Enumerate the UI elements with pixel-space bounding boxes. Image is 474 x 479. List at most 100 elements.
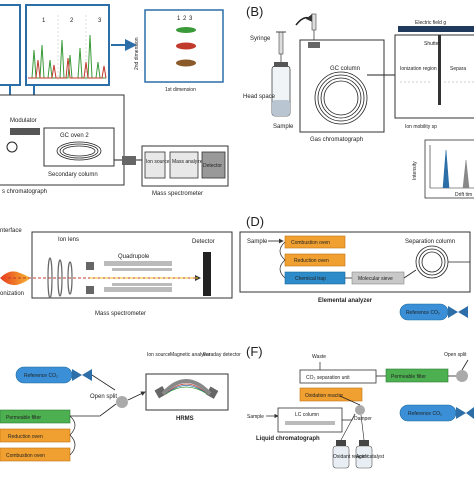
co2-separation-unit-box (299, 369, 377, 384)
chromatogram-1d-box (0, 4, 21, 86)
ion-lens-elements (47, 257, 73, 299)
peak-label-3: 3 (98, 18, 102, 24)
peak-label-1: 1 (42, 18, 46, 24)
lc-column (285, 421, 335, 425)
panel-d: (D) Sample Combustion oven Reduction ove… (239, 214, 471, 321)
damper-circle (355, 405, 365, 415)
chemical-trap-label: Chemical trap (295, 276, 326, 282)
ionization-label: onization (0, 291, 24, 297)
syringe-label: Syringe (250, 36, 271, 42)
open-split-circle-f (456, 370, 468, 382)
acid-catalyst-label: Acid catalyst (356, 454, 385, 460)
spot-red (176, 42, 196, 50)
ion-mobility-label: Ion mobility sp (405, 124, 437, 130)
second-dimension-label: 2nd dimension (134, 37, 140, 70)
panel-f: (F) Waste CO₂ separation unit Oxidation … (246, 344, 474, 469)
first-dimension-label: 1st dimension (165, 87, 196, 93)
gc-column-coil (314, 71, 368, 125)
lc-column-label: LC column (295, 412, 319, 418)
gc-oven-2-label: GC oven 2 (60, 133, 89, 139)
reference-co2-label-f: Reference CO₂ (408, 411, 442, 417)
open-split-label-e: Open split (90, 394, 117, 400)
valve-icon-f (456, 407, 474, 419)
secondary-column-label: Secondary column (48, 172, 98, 178)
panel-f-letter: (F) (246, 344, 263, 359)
ionization-region-label: Ionization region (400, 66, 437, 72)
separation-label: Separa (450, 66, 466, 72)
panel-e: Reference CO₂ Open split Permeable filte… (0, 352, 241, 462)
gc-column-label: GC column (330, 66, 360, 72)
valve-icon-e (72, 369, 92, 381)
ion-source-label: Ion source (146, 159, 170, 165)
intensity-label: Intensity (412, 161, 418, 180)
quadrupole-rods (104, 261, 172, 292)
permeable-filter-box-e (0, 409, 71, 424)
permeable-filter-box-f (385, 368, 449, 383)
two-d-plot-box (144, 9, 224, 83)
permeable-filter-label-f: Permeable filter (391, 374, 426, 380)
syringe-icon (276, 31, 286, 64)
chromatogram-2d-box (25, 4, 110, 86)
gas-chromatograph-label: s chromatograph (2, 189, 47, 195)
peak-label-2: 2 (70, 18, 74, 24)
drift-time-label: Drift tim (455, 192, 472, 198)
oxidation-reactor-box (299, 387, 363, 402)
peak-number-labels: 1 2 3 (42, 18, 102, 24)
interface-label: nterface (0, 228, 22, 234)
ion-source-label-e: Ion source (147, 352, 171, 358)
mass-analyzer-label: Mass analyzer (172, 159, 205, 165)
syringe-icon-injector (311, 13, 317, 40)
modulator-label: Modulator (10, 118, 37, 124)
mass-spectrometer-label: Mass spectrometer (152, 191, 203, 197)
reduction-oven-label: Reduction oven (294, 258, 329, 264)
spot-label-1: 1 (177, 16, 181, 22)
open-split-circle-e (116, 396, 128, 408)
head-space-label: Head space (243, 94, 276, 100)
molecular-sieve-label: Molecular sieve (358, 276, 393, 282)
reference-co2-label-e: Reference CO₂ (24, 373, 58, 379)
oxidation-reactor-label: Oxidation reactor (305, 393, 343, 399)
ion-lens-label: Ion lens (58, 237, 79, 243)
elemental-analyzer-label: Elemental analyzer (318, 298, 373, 304)
separation-column-coil (415, 245, 449, 279)
open-split-label-f: Open split (444, 352, 467, 358)
drift-peak-gray (462, 159, 470, 189)
detector-plate (203, 252, 211, 296)
gc-label: Gas chromatograph (310, 137, 363, 143)
spot-label-3: 3 (189, 16, 193, 22)
valve-icon-d (448, 306, 468, 318)
electric-field-label: Electric field g (415, 20, 446, 26)
panel-c: nterface onization Ion lens Quadrupole D… (0, 228, 233, 317)
panel-d-letter: (D) (246, 214, 264, 229)
ion-source-box (144, 151, 166, 179)
faraday-detector-label-e: Faraday detector (203, 352, 241, 358)
reduction-oven-box-e (0, 428, 71, 443)
quadrupole-label: Quadrupole (118, 254, 150, 260)
oxidant-bottle-icon (332, 440, 350, 469)
head-space-vial-icon (271, 62, 291, 117)
hrms-detector (206, 386, 219, 399)
combustion-oven-label-e: Combustion oven (6, 453, 45, 459)
magnetic-analyzer-label-e: Magnetic analyzer (170, 352, 211, 358)
mass-analyzer-box (169, 151, 199, 179)
detector-box (201, 151, 226, 179)
ion-mobility-box (394, 34, 474, 119)
spot-green (176, 27, 196, 33)
injector-block (308, 42, 320, 48)
damper-label: Damper (354, 416, 372, 422)
liquid-chromatograph-label: Liquid chromatograph (256, 436, 320, 442)
drift-peak-blue (442, 149, 450, 189)
panel-a: 1 2 3 1 2 3 2nd dimension 1st dimension … (0, 4, 229, 197)
electric-field-gradient-bar (398, 26, 474, 32)
shutter-bar (438, 35, 441, 105)
separation-column-label: Separation column (405, 239, 455, 245)
spot-label-2: 2 (183, 16, 187, 22)
detector-label-c: Detector (192, 239, 215, 245)
sample-label: Sample (273, 124, 294, 130)
hrms-label: HRMS (176, 416, 194, 422)
acid-bottle-icon (355, 440, 373, 469)
mass-spectrometer-label-c: Mass spectrometer (95, 311, 146, 317)
combustion-oven-label: Combustion oven (291, 240, 330, 246)
oxidant-reagent-label: Oxidant reagent (333, 454, 369, 460)
